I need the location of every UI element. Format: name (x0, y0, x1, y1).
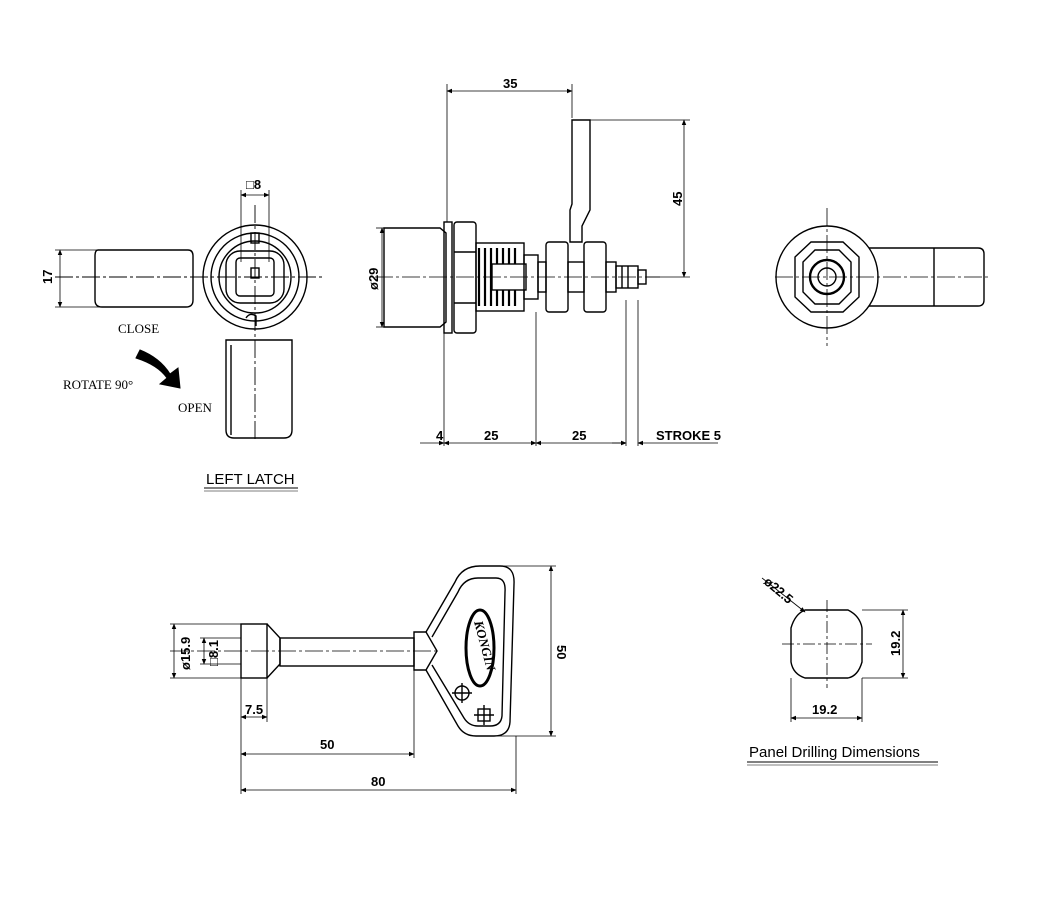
key-shaft-dim: 50 (320, 737, 334, 752)
left-latch-caption: LEFT LATCH (206, 471, 295, 488)
rotate-arrow-icon (135, 349, 181, 389)
rotate-label: ROTATE 90° (63, 377, 133, 392)
dim-diameter-29: ø29 (366, 268, 381, 290)
latch-arm-vertical (225, 339, 293, 439)
left-latch-view (55, 190, 322, 440)
key-diameter-label: ø15.9 (178, 637, 193, 670)
key-overall-dim: 80 (371, 774, 385, 789)
height-label-17: 17 (40, 270, 55, 284)
brand-oval (464, 608, 496, 688)
cylinder-head (383, 227, 447, 328)
key-height-dim: 50 (554, 645, 569, 659)
dim-4: 4 (436, 428, 444, 443)
side-view (375, 84, 718, 446)
panel-drilling-view (761, 577, 908, 722)
panel-cutout (790, 609, 863, 679)
panel-caption: Panel Drilling Dimensions (749, 744, 920, 761)
latch-arm-back (859, 247, 985, 307)
panel-diameter-label: ø22.5 (761, 574, 796, 607)
dim-45: 45 (670, 192, 685, 206)
stroke-label: STROKE 5 (656, 428, 721, 443)
panel-width-label: 19.2 (812, 702, 837, 717)
dim-35: 35 (503, 76, 517, 91)
key-tip-dim: 7.5 (245, 702, 263, 717)
key-square-label: □8.1 (206, 640, 221, 666)
square-size-label: □8 (246, 177, 261, 192)
latch-blade (569, 119, 591, 243)
dim-25-body: 25 (484, 428, 498, 443)
key-handle (425, 565, 515, 737)
dim-25-shaft: 25 (572, 428, 586, 443)
latch-arm-horizontal (94, 249, 194, 308)
key-view (170, 565, 556, 794)
open-label: OPEN (178, 400, 213, 415)
close-label: CLOSE (118, 321, 159, 336)
hex-nut (453, 221, 477, 334)
key-shaft (279, 637, 415, 667)
panel-height-label: 19.2 (888, 631, 903, 656)
back-view (775, 208, 990, 346)
